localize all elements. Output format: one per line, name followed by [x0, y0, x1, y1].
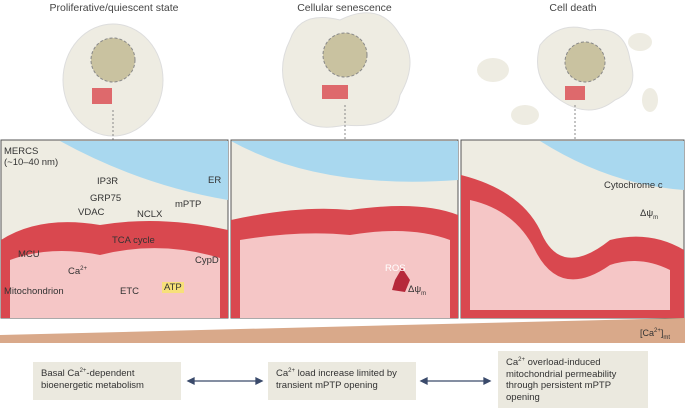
label-ca-mt: [Ca2+]mt [640, 328, 671, 341]
label-delta-psi-3: Δψm [640, 208, 659, 221]
label-atp: ATP [162, 282, 184, 293]
state-box-senescence: Ca2+ load increase limited by transient … [268, 362, 416, 400]
title-senescence: Cellular senescence [297, 2, 392, 14]
panel-2 [230, 139, 459, 319]
label-grp75: GRP75 [90, 193, 122, 204]
label-ip3r: IP3R [97, 176, 119, 187]
label-mitochondrion: Mitochondrion [4, 286, 64, 297]
label-ros: ROS [385, 263, 406, 274]
label-er: ER [208, 175, 222, 186]
label-mercs: MERCS [4, 146, 39, 157]
label-tca-cycle: TCA cycle [112, 235, 155, 246]
title-cell-death: Cell death [549, 2, 597, 14]
state-arrows [186, 376, 492, 386]
label-mercs-range: (~10–40 nm) [4, 157, 59, 168]
cell-senescent [282, 12, 411, 140]
label-nclx: NCLX [137, 209, 163, 220]
label-mptp: mPTP [175, 199, 202, 210]
label-ca: Ca2+ [68, 266, 87, 278]
label-cytochrome-c: Cytochrome c [604, 180, 663, 191]
panel-1 [0, 139, 229, 319]
calcium-gradient-wedge [0, 318, 685, 343]
cell-proliferative [62, 23, 164, 140]
state-box-basal: Basal Ca2+-dependent bioenergetic metabo… [33, 362, 181, 400]
label-vdac: VDAC [78, 207, 105, 218]
title-proliferative: Proliferative/quiescent state [49, 2, 179, 14]
label-cypd: CypD [195, 255, 219, 266]
state-box-death: Ca2+ overload-induced mitochondrial perm… [498, 351, 648, 408]
label-mcu: MCU [18, 249, 40, 260]
panel-3 [460, 139, 685, 319]
label-etc: ETC [120, 286, 139, 297]
cell-dying [477, 26, 658, 140]
label-delta-psi-2: Δψm [408, 284, 427, 297]
